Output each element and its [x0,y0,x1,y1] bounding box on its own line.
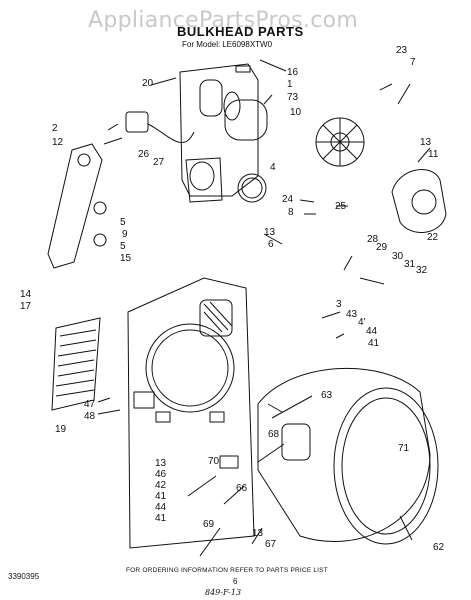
callout-15: 15 [120,253,132,264]
callout-70: 70 [208,456,220,467]
callout-13-lower: 13 [155,458,167,469]
callout-24: 24 [282,194,294,205]
page-number: 6 [233,577,238,586]
callout-5-lower: 5 [120,241,126,252]
callout-62: 62 [433,542,445,553]
callout-12: 12 [52,137,64,148]
callout-63: 63 [321,390,333,401]
callout-13: 13 [420,137,432,148]
callout-23: 23 [396,45,408,56]
callout-44: 44 [366,326,378,337]
callout-73: 73 [287,92,299,103]
callout-11: 11 [428,149,439,160]
model-line: For Model:LE6098XTW0 [180,40,272,49]
callout-1: 1 [287,79,293,90]
document-number: 3390395 [8,572,40,581]
callout-17: 17 [20,301,32,312]
callout-13-mid: 13 [264,227,276,238]
callout-6: 6 [268,239,274,250]
callout-16: 16 [287,67,299,78]
callout-41-a: 41 [155,491,167,502]
callout-27: 27 [153,157,165,168]
callout-9: 9 [122,229,128,240]
callout-46: 46 [155,469,167,480]
callout-14: 14 [20,289,32,300]
callout-68: 68 [268,429,280,440]
callout-31: 31 [404,259,416,270]
model-label: For Model: [182,40,221,49]
callout-22: 22 [427,232,439,243]
callout-13-bottom: 13 [252,528,264,539]
callout-29: 29 [376,242,388,253]
callout-47: 47 [84,399,96,410]
callout-4: 4 [270,162,276,173]
callout-3: 3 [336,299,342,310]
callout-8: 8 [288,207,294,218]
callout-42: 42 [155,480,167,491]
callout-43: 43 [346,309,358,320]
callout-69: 69 [203,519,215,530]
callout-67: 67 [265,539,277,550]
callout-20: 20 [142,78,154,89]
callout-26: 26 [138,149,150,160]
callout-41: 41 [368,338,380,349]
callout-10: 10 [290,107,302,118]
callout-4-prime: 4' [358,317,366,328]
ordering-note: FOR ORDERING INFORMATION REFER TO PARTS … [126,567,328,574]
callout-25: 25 [335,201,347,212]
callout-30: 30 [392,251,404,262]
handwritten-note: 849-F-13 [205,588,242,597]
callout-71: 71 [398,443,410,454]
callout-41-b: 41 [155,513,167,524]
model-value: LE6098XTW0 [222,40,273,49]
callout-5-upper: 5 [120,217,126,228]
callout-19: 19 [55,424,67,435]
callout-7: 7 [410,57,416,68]
callout-32: 32 [416,265,428,276]
diagram-title: BULKHEAD PARTS [177,24,304,39]
callout-66: 66 [236,483,248,494]
callout-28: 28 [367,234,379,245]
callout-48: 48 [84,411,96,422]
callout-2: 2 [52,123,58,134]
watermark: AppliancePartsPros.com [88,8,359,33]
callout-44-lower: 44 [155,502,167,513]
